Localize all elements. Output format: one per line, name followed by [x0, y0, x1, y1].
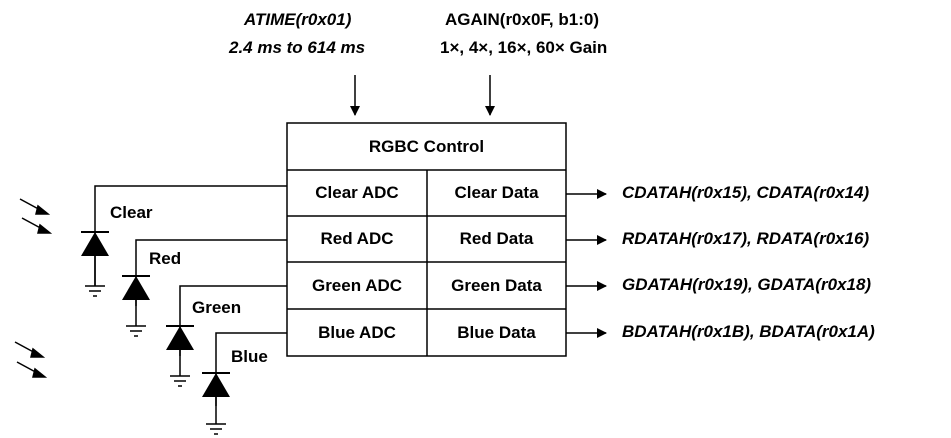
photodiode-clear-icon: [81, 231, 109, 297]
red-output-label: RDATAH(r0x17), RDATA(r0x16): [622, 229, 870, 248]
light-rays-top-icon: [19, 198, 53, 234]
green-data-cell: Green Data: [451, 275, 542, 295]
output-arrows: [566, 189, 607, 338]
again-register-label: AGAIN(r0x0F, b1:0): [445, 10, 599, 29]
blue-output-label: BDATAH(r0x1B), BDATA(r0x1A): [622, 322, 875, 341]
photodiode-green-icon: [166, 325, 194, 387]
photodiode-red-icon: [122, 275, 150, 337]
clear-adc-cell: Clear ADC: [315, 183, 399, 202]
clear-output-label: CDATAH(r0x15), CDATA(r0x14): [622, 183, 870, 202]
blue-adc-cell: Blue ADC: [318, 322, 396, 342]
atime-range-label: 2.4 ms to 614 ms: [229, 38, 366, 57]
photodiode-red-label: Red: [149, 249, 182, 268]
photodiode-blue-icon: [202, 372, 230, 435]
atime-register-label: ATIME(r0x01): [244, 10, 352, 29]
red-data-cell: Red Data: [459, 229, 534, 248]
again-values-label: 1×, 4×, 16×, 60× Gain: [440, 38, 608, 57]
photodiode-green-label: Green: [192, 298, 242, 317]
photodiode-clear-label: Clear: [110, 203, 153, 222]
blue-data-cell: Blue Data: [457, 322, 536, 342]
red-adc-cell: Red ADC: [320, 229, 394, 248]
light-rays-bottom-icon: [14, 341, 48, 378]
green-adc-cell: Green ADC: [311, 275, 403, 295]
block-title: RGBC Control: [368, 136, 485, 156]
photodiode-blue-label: Blue: [231, 347, 268, 366]
green-output-label: GDATAH(r0x19), GDATA(r0x18): [622, 275, 872, 294]
clear-data-cell: Clear Data: [454, 183, 539, 202]
